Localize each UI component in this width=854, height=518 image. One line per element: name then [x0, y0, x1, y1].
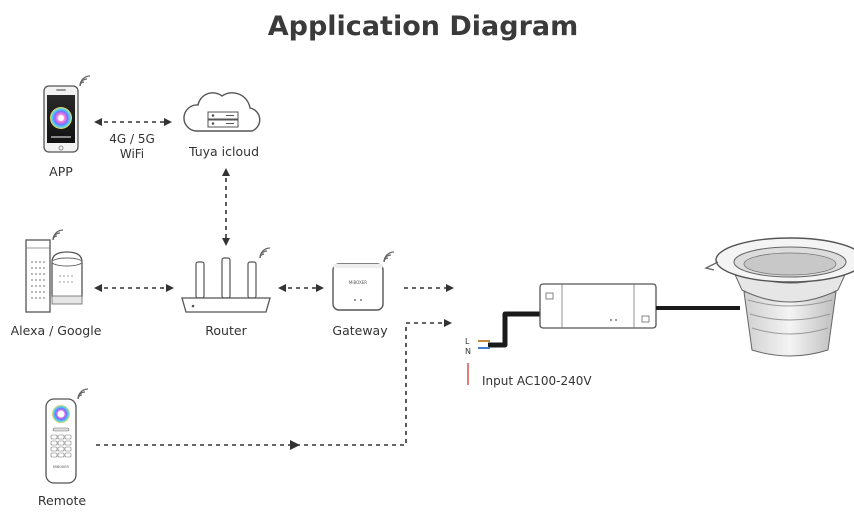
wifi-signal-icon — [79, 75, 91, 87]
diagram-title: Application Diagram — [268, 11, 579, 42]
downlight-icon — [704, 237, 854, 357]
connection-label-wifi: WiFi — [120, 147, 144, 161]
router-label: Router — [205, 323, 247, 338]
voice-assistant-label: Alexa / Google — [11, 323, 102, 338]
cloud-label: Tuya icloud — [188, 144, 259, 159]
smart-speaker-icon — [25, 239, 83, 313]
arrow-head — [290, 440, 300, 450]
wifi-signal-icon — [383, 251, 395, 263]
remote-label: Remote — [38, 493, 87, 508]
gateway-brand-text: MiBOXER — [349, 280, 367, 285]
app-label: APP — [49, 164, 73, 179]
remote-driver-link — [96, 319, 452, 446]
gateway-icon: MiBOXER — [332, 263, 384, 311]
wifi-signal-icon — [52, 229, 64, 241]
router-icon — [181, 257, 271, 313]
wire-terminals — [478, 340, 490, 349]
smartphone-icon — [43, 85, 79, 153]
cloud-server-icon — [183, 92, 261, 132]
live-terminal-label: L — [465, 337, 470, 346]
wifi-signal-icon — [259, 247, 271, 259]
input-voltage-label: Input AC100-240V — [482, 374, 592, 388]
led-driver-icon — [539, 283, 657, 329]
remote-brand-text: MiBOXER — [53, 465, 69, 469]
neutral-terminal-label: N — [465, 347, 471, 356]
input-cable — [488, 311, 540, 348]
connection-label-4g5g: 4G / 5G — [109, 132, 155, 146]
remote-control-icon: MiBOXER — [45, 398, 77, 484]
gateway-label: Gateway — [332, 323, 388, 338]
wifi-signal-icon — [77, 388, 89, 400]
